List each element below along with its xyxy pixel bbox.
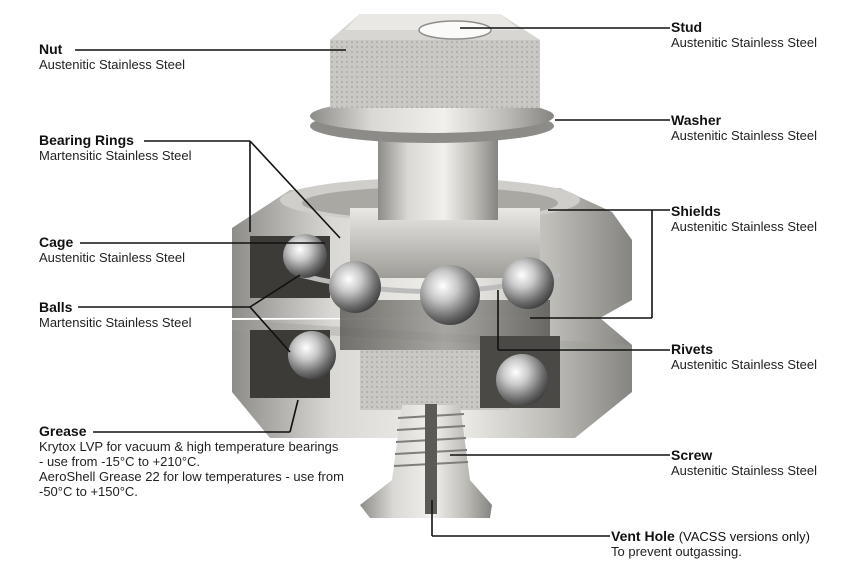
screw	[360, 404, 492, 518]
label-shields-material: Austenitic Stainless Steel	[671, 219, 817, 234]
label-grease-line1: Krytox LVP for vacuum & high temperature…	[39, 439, 339, 454]
ball	[420, 265, 480, 325]
label-cage: Cage Austenitic Stainless Steel	[39, 234, 185, 266]
ball	[496, 354, 548, 406]
label-balls-title: Balls	[39, 299, 73, 315]
label-vent-hole-heading: Vent Hole (VACSS versions only)	[611, 528, 861, 545]
label-cage-material: Austenitic Stainless Steel	[39, 250, 185, 265]
label-grease: Grease Krytox LVP for vacuum & high temp…	[39, 423, 369, 500]
ball	[502, 257, 554, 309]
label-washer-title: Washer	[671, 112, 722, 128]
label-washer: Washer Austenitic Stainless Steel	[671, 112, 817, 144]
hex-nut	[330, 14, 540, 108]
label-rivets-material: Austenitic Stainless Steel	[671, 357, 817, 372]
label-balls: Balls Martensitic Stainless Steel	[39, 299, 192, 331]
leader-lines	[75, 27, 670, 537]
label-bearing-rings-material: Martensitic Stainless Steel	[39, 148, 192, 163]
label-vent-hole-qualifier: (VACSS versions only)	[678, 529, 810, 544]
label-stud-title: Stud	[671, 19, 703, 35]
label-screw-material: Austenitic Stainless Steel	[671, 463, 817, 478]
stud-end	[418, 20, 492, 40]
ball	[329, 261, 381, 313]
label-rivets-title: Rivets	[671, 341, 714, 357]
label-nut-title: Nut	[39, 41, 63, 57]
label-bearing-rings-title: Bearing Rings	[39, 132, 134, 148]
label-grease-line4: -50°C to +150°C.	[39, 484, 138, 499]
label-vent-hole: Vent Hole (VACSS versions only) To preve…	[611, 528, 861, 560]
label-nut: Nut Austenitic Stainless Steel	[39, 41, 185, 73]
label-washer-material: Austenitic Stainless Steel	[671, 128, 817, 143]
label-bearing-rings: Bearing Rings Martensitic Stainless Stee…	[39, 132, 192, 164]
label-stud-material: Austenitic Stainless Steel	[671, 35, 817, 50]
label-grease-line2: - use from -15°C to +210°C.	[39, 454, 201, 469]
ball	[283, 234, 327, 278]
stud-shaft	[378, 140, 498, 220]
vent-hole	[425, 404, 437, 514]
label-balls-material: Martensitic Stainless Steel	[39, 315, 192, 330]
label-screw: Screw Austenitic Stainless Steel	[671, 447, 817, 479]
label-grease-line3: AeroShell Grease 22 for low temperatures…	[39, 469, 344, 484]
label-nut-material: Austenitic Stainless Steel	[39, 57, 185, 72]
label-rivets: Rivets Austenitic Stainless Steel	[671, 341, 817, 373]
label-shields: Shields Austenitic Stainless Steel	[671, 203, 817, 235]
label-shields-title: Shields	[671, 203, 721, 219]
label-grease-title: Grease	[39, 423, 87, 439]
label-cage-title: Cage	[39, 234, 74, 250]
ball	[288, 331, 336, 379]
label-screw-title: Screw	[671, 447, 713, 463]
label-stud: Stud Austenitic Stainless Steel	[671, 19, 817, 51]
label-vent-hole-title: Vent Hole	[611, 528, 675, 544]
label-vent-hole-material: To prevent outgassing.	[611, 544, 742, 559]
